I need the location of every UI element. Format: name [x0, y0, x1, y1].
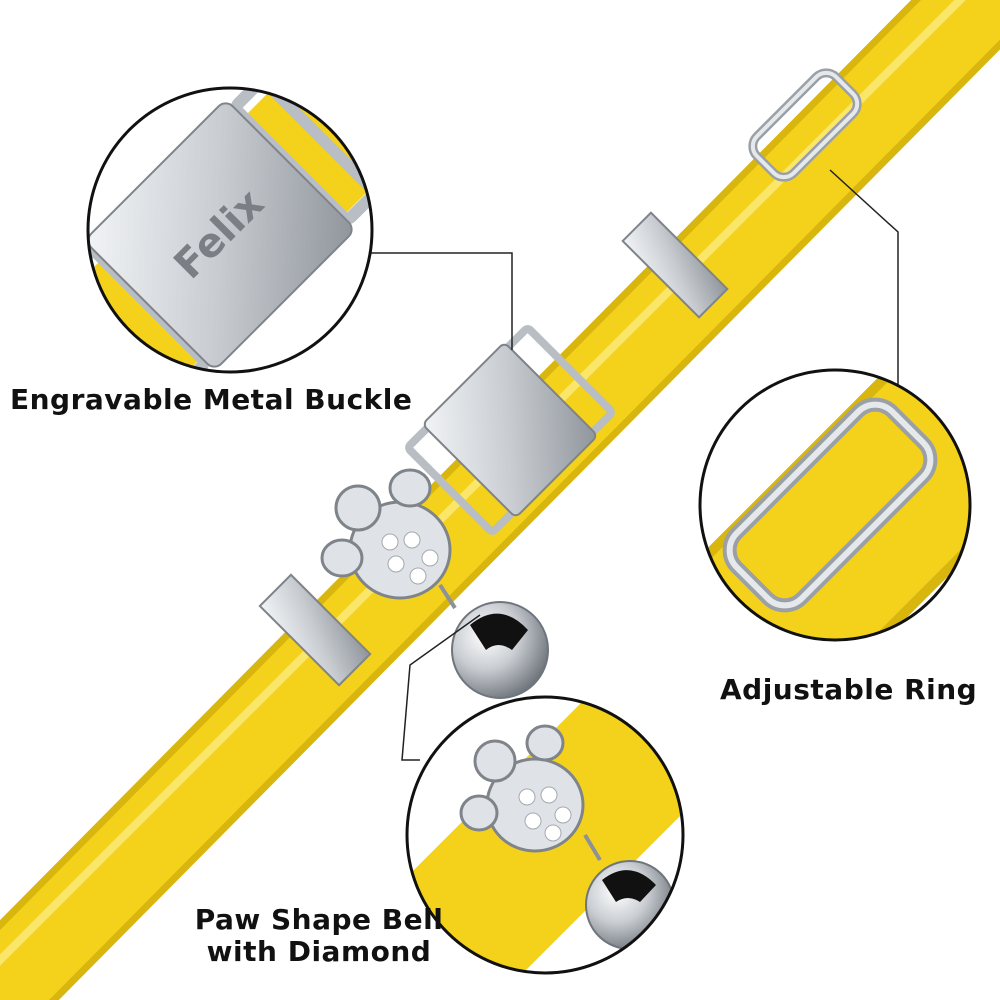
strap-keeper	[621, 211, 729, 319]
callout-label-bell-line2: with Diamond	[206, 935, 432, 969]
metal-buckle	[405, 325, 615, 535]
callout-label-bell: Paw Shape Bell with Diamond	[188, 903, 450, 969]
adjustable-ring	[748, 68, 862, 182]
bell	[438, 583, 549, 699]
callout-label-bell-line1: Paw Shape Bell	[194, 903, 444, 936]
callout-lines	[365, 169, 899, 761]
strap-keeper	[258, 573, 372, 687]
paw-charm	[320, 468, 452, 600]
callout-label-buckle: Engravable Metal Buckle	[10, 383, 413, 416]
zoom-circle-ring	[698, 368, 972, 642]
callout-label-ring: Adjustable Ring	[720, 673, 978, 706]
